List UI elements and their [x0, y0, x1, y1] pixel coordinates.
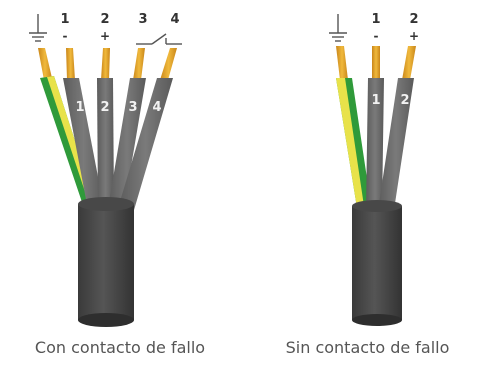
caption-without-fault-contact: Sin contacto de fallo — [285, 338, 450, 357]
ground-symbol-icon — [29, 14, 47, 42]
wire-label: 2 — [400, 93, 409, 108]
terminal-number: 2 — [100, 12, 109, 27]
terminal-number: 2 — [409, 12, 418, 27]
wire-3 — [108, 78, 146, 208]
wire-label: 1 — [371, 93, 380, 108]
wire-2 — [378, 78, 414, 210]
terminal-number: 1 — [371, 12, 380, 27]
wire-4 — [118, 78, 173, 210]
ground-symbol-icon — [329, 14, 347, 42]
terminal-number: 4 — [170, 12, 179, 27]
terminal-number: 1 — [60, 12, 69, 27]
conductor-tips — [38, 48, 177, 80]
caption-with-fault-contact: Con contacto de fallo — [34, 338, 206, 357]
conductor-tips — [336, 46, 416, 80]
terminal-number: 3 — [138, 12, 147, 27]
cable-without-fault-contact: 1 - 2 + 1 2 — [329, 12, 419, 326]
wire-label: 3 — [128, 100, 137, 115]
wire-label: 4 — [152, 100, 161, 115]
terminal-polarity: - — [374, 29, 379, 43]
cable-jacket — [78, 197, 134, 327]
terminal-polarity: + — [100, 29, 110, 43]
cable-with-fault-contact: 1 - 2 + 3 4 1 2 3 4 — [29, 12, 182, 327]
wire-1 — [63, 78, 104, 210]
cable-jacket — [352, 200, 402, 326]
wire-label: 1 — [75, 100, 84, 115]
switch-contact-icon — [136, 33, 182, 45]
wire-label: 2 — [100, 100, 109, 115]
terminal-polarity: + — [409, 29, 419, 43]
wire-1 — [366, 78, 384, 210]
wire-2 — [97, 78, 114, 208]
terminal-polarity: - — [63, 29, 68, 43]
